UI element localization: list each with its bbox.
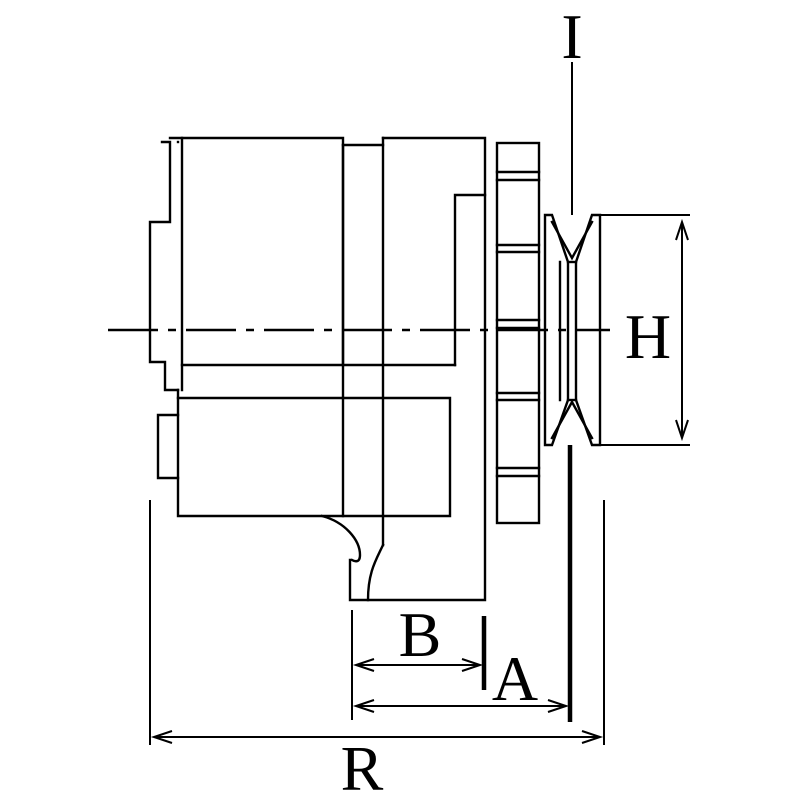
dimension-A: A: [352, 643, 570, 714]
label-B: B: [399, 599, 442, 670]
fan: [495, 141, 541, 525]
label-R: R: [341, 733, 384, 800]
label-A: A: [492, 643, 538, 714]
dimension-I: I: [561, 1, 583, 722]
dimension-R: R: [150, 730, 604, 800]
dimension-B: B: [352, 599, 487, 690]
label-H: H: [625, 301, 671, 372]
front-housing: [320, 136, 487, 602]
stator-housing: [168, 136, 457, 547]
rear-housing: [148, 140, 180, 480]
dimension-H: H: [600, 214, 690, 446]
label-I: I: [561, 1, 582, 72]
